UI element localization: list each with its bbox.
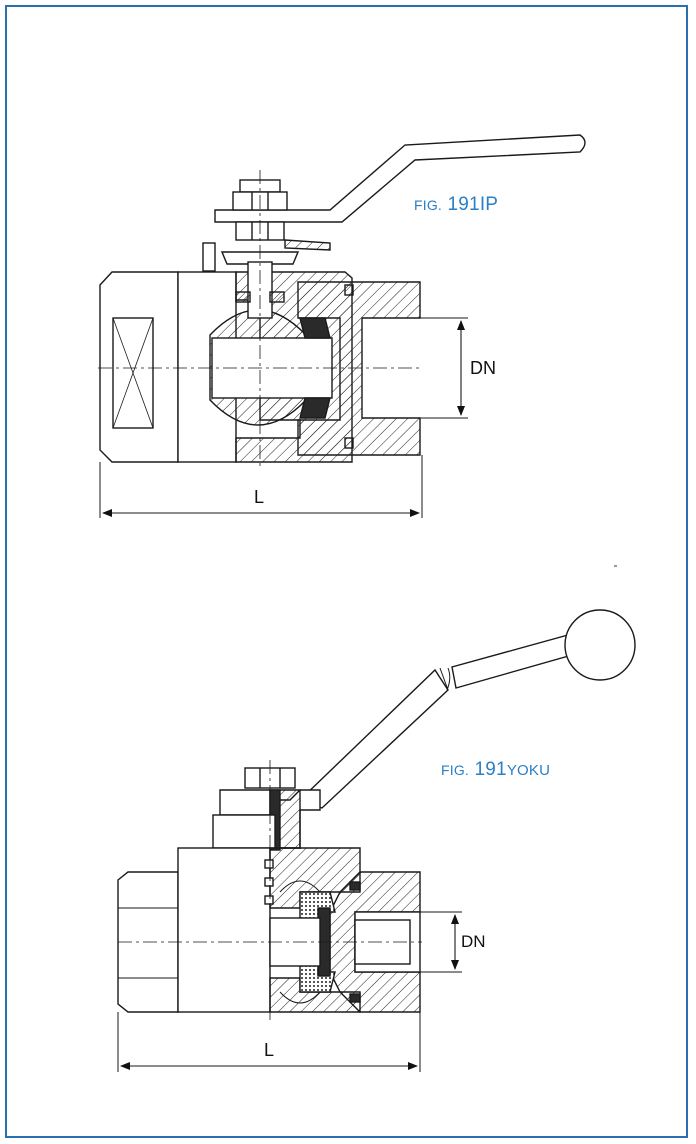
figure-1-number: 191IP — [447, 194, 499, 215]
valve-191ip-drawing — [98, 134, 586, 518]
valve-191yoku-drawing — [117, 609, 636, 1072]
figure-2-prefix: FIG. — [441, 762, 470, 778]
figure-1-l-label: L — [254, 487, 265, 507]
figure-2-label: FIG. 191YOKU — [441, 759, 550, 781]
figure-2-suffix: YOKU — [506, 762, 551, 779]
figure-1-dn-label: DN — [470, 358, 496, 378]
figure-2-dn-label: DN — [461, 932, 486, 951]
figure-1-label: FIG. 191IP — [414, 194, 498, 216]
figure-2-number: 191 — [474, 759, 507, 780]
figure-2-l-label: L — [264, 1040, 275, 1060]
figure-1-prefix: FIG. — [414, 197, 443, 213]
